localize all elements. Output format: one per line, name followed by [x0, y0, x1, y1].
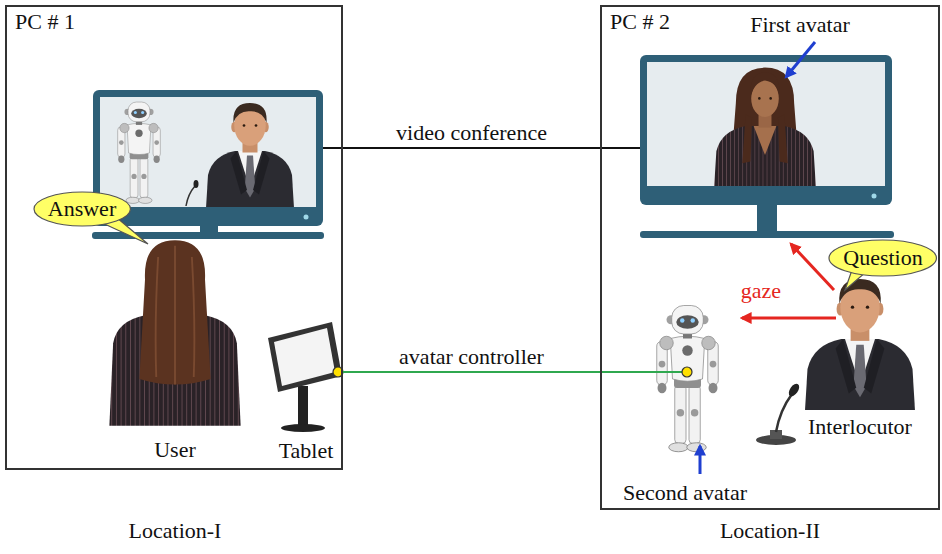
- avatar-label: First avatar: [750, 12, 850, 37]
- location-frame: PC # 1 Answer: [5, 5, 343, 470]
- microphone: [787, 382, 802, 398]
- controller-dots: [682, 367, 692, 377]
- video-link: [343, 147, 600, 149]
- tablet: [281, 424, 325, 432]
- pointer-arrows: [699, 446, 702, 474]
- bubble-text: Answer: [48, 196, 116, 221]
- link-stubs: [323, 147, 343, 149]
- controller-link: [343, 371, 600, 373]
- screen-scene: [194, 180, 199, 188]
- link-stubs: [600, 147, 640, 149]
- figure-label: Interlocutor: [808, 414, 912, 439]
- speech-bubble: Question: [828, 239, 937, 277]
- tablet: [268, 322, 342, 392]
- robot-figure: [657, 306, 719, 452]
- figure-label: Tablet: [279, 438, 334, 463]
- avatar-label: Second avatar: [623, 480, 747, 505]
- pc2-monitor: [640, 55, 894, 238]
- figure-label: User: [154, 437, 196, 462]
- pc1-monitor: [200, 226, 218, 233]
- location-label: Location-I: [129, 518, 222, 543]
- interlocutor-figure: [802, 279, 918, 410]
- link-stubs: [323, 148, 687, 372]
- screen-scene: [118, 102, 297, 207]
- user-figure: [109, 240, 240, 426]
- bubble-outline: [34, 192, 130, 226]
- screen-scene: [186, 186, 195, 206]
- frame-title: PC # 2: [610, 9, 670, 34]
- pc2-monitor: [640, 231, 894, 238]
- link-label: avatar controller: [396, 344, 547, 369]
- frame-title: PC # 1: [15, 9, 75, 34]
- location-label: Location-II: [720, 518, 820, 543]
- pc2-monitor: [872, 194, 877, 199]
- bubble-text: Question: [843, 245, 922, 270]
- screen-scene: [204, 103, 297, 207]
- screen-scene: [712, 68, 819, 186]
- interlocutor-figure: [802, 279, 918, 410]
- bubble-outline: [829, 240, 936, 276]
- pc2-monitor: [757, 205, 777, 231]
- pointer-arrows: [786, 42, 815, 77]
- screen-scene: [712, 68, 819, 186]
- link-stubs: [600, 371, 687, 373]
- robot-figure: [657, 306, 719, 452]
- pc1-monitor: [304, 215, 309, 220]
- speech-bubble: Answer: [33, 191, 131, 227]
- gaze-label: gaze: [741, 278, 781, 303]
- screen-scene: [118, 102, 161, 203]
- tablet: [268, 322, 342, 432]
- tablet: [274, 328, 335, 386]
- tablet: [298, 386, 308, 428]
- pc1-monitor: [92, 90, 324, 250]
- gaze-arrows: [791, 244, 834, 290]
- microphone: [776, 394, 792, 432]
- pointer-arrows: [700, 42, 815, 474]
- user-figure: [109, 240, 240, 426]
- link-label: video conference: [393, 120, 550, 145]
- microphone: [756, 382, 801, 445]
- gaze-arrows: [742, 317, 836, 320]
